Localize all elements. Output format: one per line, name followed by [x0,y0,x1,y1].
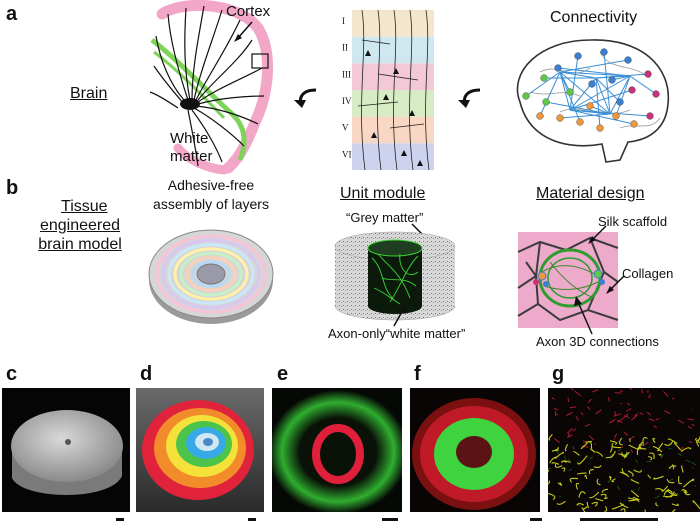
connectivity-node [652,90,660,98]
silk-arrow [588,225,607,244]
green-red-ring-image [412,398,536,510]
photo-green-red-ring [410,388,540,512]
connectivity-node [574,52,582,60]
connectivity-node [644,70,652,78]
cortical-layer-band [352,36,434,64]
connectivity-node [616,98,624,106]
cortical-layer-band [352,63,434,90]
white-matter-label: White matter [170,130,213,165]
cortical-layer-band [352,90,434,117]
connectivity-node [646,112,654,120]
axon-3d-label: Axon 3D connections [536,334,659,349]
connectivity-node [542,98,550,106]
silk-scaffold-label: Silk scaffold [598,214,668,229]
neuron-soma [365,50,371,56]
connectivity-node [630,120,638,128]
connectivity-node [624,56,632,64]
panel-letter-b: b [6,177,19,199]
assembly-ring [155,234,267,314]
collagen-label: Collagen [622,266,674,281]
cortical-layer-band [352,116,434,144]
cortical-layer-label: IV [342,96,352,106]
material-design-illustration [517,232,619,328]
panel-letter-g: g [552,363,565,385]
connectivity-node [540,74,548,82]
adhesive-free-label: Adhesive-free assembly of layers [153,177,269,212]
connectivity-node [554,64,562,72]
concentric-layers-illustration [148,229,274,324]
panel-letter-f: f [414,363,421,385]
brain-section-illustration [149,0,273,175]
connectivity-node [612,112,620,120]
curved-arrow-1 [294,88,317,108]
neuron-soma [393,68,399,74]
cortical-layer-label: III [342,69,351,79]
connectivity-node [588,80,596,88]
connectivity-node [600,48,608,56]
connectivity-node [608,76,616,84]
connectivity-node [556,114,564,122]
photo-grey-scaffold [2,388,130,512]
tissue-engineered-label: Tissue engineered brain model [28,178,132,254]
connectivity-node [536,112,544,120]
connectivity-node [576,118,584,126]
neuron-soma [383,94,389,100]
assembly-ring [185,256,237,292]
ring-center [196,263,226,285]
cortical-layer-label: VI [342,149,352,159]
assembly-ring [167,243,255,305]
rainbow-scaffold-image [142,400,254,500]
neuron-soma [401,150,407,156]
grey-matter-label: “Grey matter” [346,210,424,225]
photo-rainbow-scaffold [136,388,264,512]
cortical-layer-label: V [342,123,349,133]
cortex-label: Cortex [226,3,271,20]
brain-outline [516,39,670,163]
photo-fiber-micrograph [548,388,700,512]
cortical-layer-band [352,10,434,37]
assembly-ring [173,247,249,301]
scale-bar-g [580,518,658,521]
cortex-arrow [234,21,253,42]
connectivity-node [628,86,636,94]
scale-bar-f [530,518,542,521]
axon-3d-arrow [574,296,593,335]
neuron-soma [409,110,415,116]
assembly-ring [191,260,231,288]
axon-only-arrow [393,304,406,327]
unit-module-label: Unit module [340,185,426,202]
tissue-engineered-text: Tissue engineered brain model [38,198,122,253]
unit-module-illustration [334,231,456,321]
connectivity-node [596,124,604,132]
assembly-ring [179,251,243,297]
scale-bar-e [382,518,398,521]
panel-letter-d: d [140,363,153,385]
material-design-label: Material design [536,185,645,202]
fiber-micrograph-image [548,388,700,512]
neuron-soma [371,132,377,138]
connectivity-label: Connectivity [550,9,638,26]
scale-bar-c [116,518,124,521]
curved-arrow-2 [458,88,481,108]
brain-label: Brain [70,85,108,102]
cortical-layer-label: II [342,43,348,53]
panel-letter-c: c [6,363,18,385]
cortical-layer-label: I [342,16,345,26]
connectivity-brain-illustration [516,39,670,163]
grey-scaffold-image [11,410,123,495]
photo-fluorescent-ring [272,388,402,512]
collagen-arrow [606,275,625,294]
connectivity-node [522,92,530,100]
scale-bar-d [248,518,256,521]
assembly-ring [161,238,261,310]
neuron-soma [417,160,423,166]
connectivity-node [566,88,574,96]
fluorescent-ring-image [272,390,402,512]
panel-letter-e: e [277,363,289,385]
axon-only-label: Axon-only“white matter” [328,326,466,341]
connectivity-node [586,102,594,110]
panel-letter-a: a [6,3,18,25]
